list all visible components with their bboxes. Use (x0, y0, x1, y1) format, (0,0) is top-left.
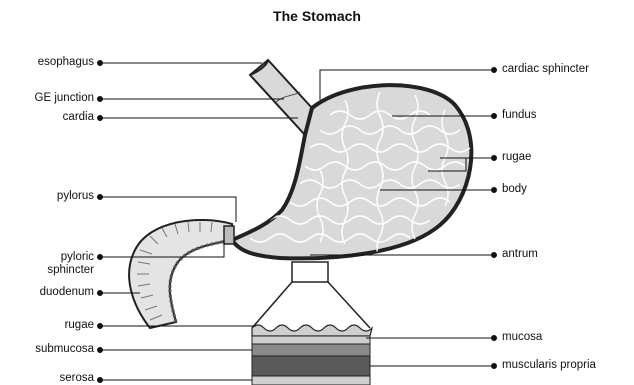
label-fundus: fundus (502, 109, 537, 122)
duodenum-shape (129, 220, 232, 328)
stomach-shape (232, 85, 471, 260)
label-body: body (502, 183, 527, 196)
label-rugae-left: rugae (0, 319, 94, 332)
label-esophagus: esophagus (0, 56, 94, 69)
label-ge-junction: GE junction (0, 92, 94, 105)
esophagus-shape (250, 60, 312, 135)
label-pyloric: pyloric (0, 251, 94, 264)
label-cardiac-sphincter: cardiac sphincter (502, 63, 589, 76)
label-mucosa: mucosa (502, 331, 542, 344)
label-rugae-right: rugae (502, 151, 531, 164)
wall-section (252, 262, 372, 385)
pyloric-sphincter-shape (224, 226, 234, 244)
label-serosa: serosa (0, 372, 94, 385)
label-muscularis-propria: muscularis propria (502, 359, 596, 372)
label-duodenum: duodenum (0, 286, 94, 299)
label-sphincter: sphincter (0, 264, 94, 277)
label-submucosa: submucosa (0, 343, 94, 356)
label-cardia: cardia (0, 111, 94, 124)
label-antrum: antrum (502, 248, 538, 261)
label-pylorus: pylorus (0, 190, 94, 203)
